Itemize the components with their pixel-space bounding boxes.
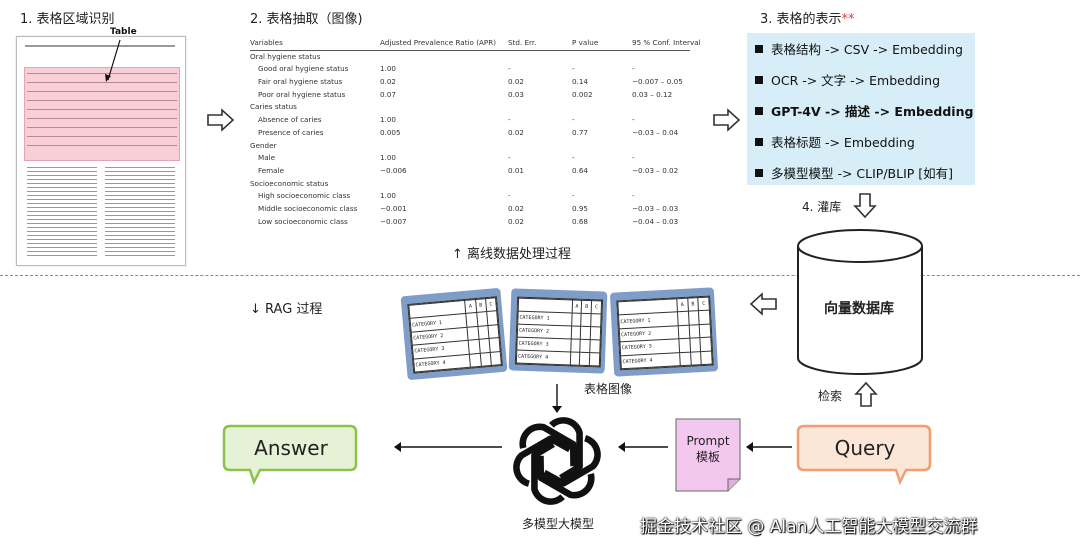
arrow-left bbox=[394, 442, 502, 452]
retrieve-label: 检索 bbox=[818, 389, 843, 403]
extracted-table: Variables Adjusted Prevalence Ratio (APR… bbox=[250, 37, 701, 228]
step2-title: 2. 表格抽取（图像) bbox=[250, 12, 363, 27]
table-region-label: Table bbox=[110, 27, 137, 37]
arrow-left bbox=[746, 442, 792, 452]
hollow-arrow-right bbox=[713, 108, 741, 132]
vector-database-icon bbox=[797, 229, 923, 375]
paper-thumbnail bbox=[16, 36, 186, 266]
table-header-row: Variables Adjusted Prevalence Ratio (APR… bbox=[250, 37, 701, 51]
query-bubble-shape bbox=[796, 424, 932, 486]
answer-text: Answer bbox=[254, 436, 328, 460]
prompt-template-doc bbox=[675, 418, 741, 492]
watermark: 掘金技术社区 @ Alan人工智能大模型交流群 bbox=[640, 517, 978, 537]
offline-process-label: ↑ 离线数据处理过程 bbox=[452, 247, 572, 262]
vector-database-label: 向量数据库 bbox=[824, 301, 894, 317]
prompt-template-text: Prompt 模板 bbox=[686, 434, 730, 464]
hollow-arrow-right bbox=[207, 108, 235, 132]
step4-label: 4. 灌库 bbox=[802, 200, 842, 214]
step1-title: 1. 表格区域识别 bbox=[20, 12, 115, 27]
llm-label: 多模型大模型 bbox=[522, 517, 595, 531]
table-row: Oral hygiene status bbox=[250, 51, 321, 61]
hollow-arrow-down bbox=[853, 193, 877, 219]
process-divider bbox=[0, 275, 1080, 276]
step3-title: 3. 表格的表示** bbox=[760, 12, 855, 27]
representation-item: OCR -> 文字 -> Embedding bbox=[755, 70, 940, 89]
representation-item: 多模型模型 -> CLIP/BLIP [如有] bbox=[755, 163, 953, 182]
hollow-arrow-left bbox=[749, 292, 777, 316]
answer-bubble-shape bbox=[222, 424, 358, 486]
llm-logo-icon bbox=[510, 417, 604, 508]
table-images-label: 表格图像 bbox=[584, 382, 633, 396]
representation-item: 表格标题 -> Embedding bbox=[755, 132, 915, 151]
query-text: Query bbox=[834, 436, 896, 460]
arrow-down bbox=[552, 384, 562, 413]
rag-process-label: ↓ RAG 过程 bbox=[250, 302, 323, 317]
representation-box: 表格结构 -> CSV -> Embedding OCR -> 文字 -> Em… bbox=[747, 33, 975, 185]
table-row: Caries status bbox=[250, 102, 297, 112]
table-pointer-arrow bbox=[105, 39, 121, 82]
representation-item: GPT-4V -> 描述 -> Embedding bbox=[755, 101, 973, 120]
arrow-left bbox=[618, 442, 668, 452]
hollow-arrow-up bbox=[854, 381, 878, 407]
table-row: Socioeconomic status bbox=[250, 178, 329, 188]
representation-item: 表格结构 -> CSV -> Embedding bbox=[755, 39, 963, 58]
table-row: Gender bbox=[250, 140, 277, 150]
